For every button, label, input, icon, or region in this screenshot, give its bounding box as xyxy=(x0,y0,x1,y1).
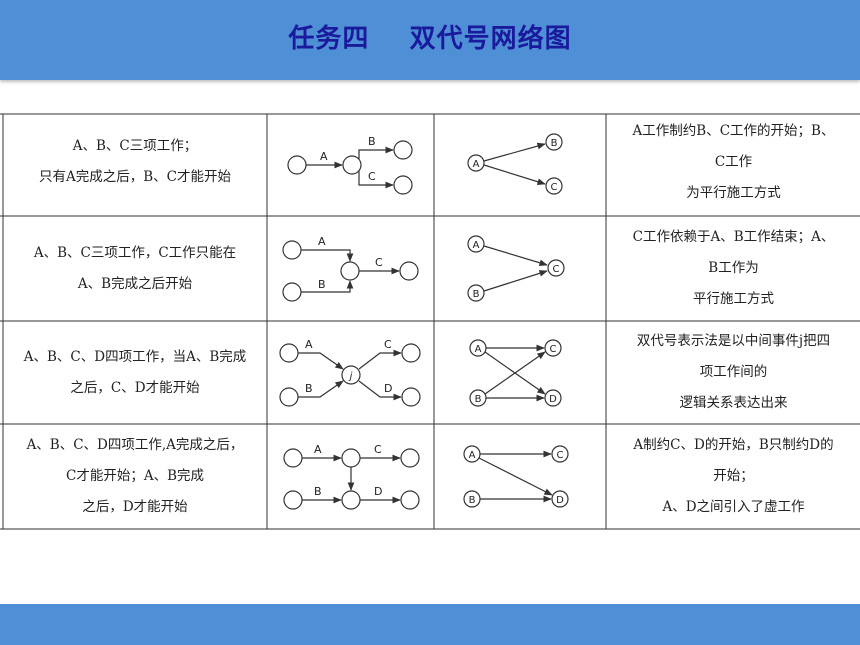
row4-desc-line2: C才能开始；A、B完成 xyxy=(66,468,204,484)
r3-aon-node-c: C xyxy=(550,344,557,355)
row3-description: A、B、C、D四项工作，当A、B完成 之后，C、D才能开始 xyxy=(4,342,266,404)
row4-description: A、B、C、D四项工作,A完成之后， C才能开始；A、B完成 之后，D才能开始 xyxy=(4,430,266,523)
row2-expl-line2: B工作为 xyxy=(708,260,759,276)
row4-expl-line3: A、D之间引入了虚工作 xyxy=(662,499,805,515)
r1-aoa-label-a: A xyxy=(320,150,328,163)
row1-explanation: A工作制约B、C工作的开始；B、 C工作 为平行施工方式 xyxy=(607,116,860,209)
r2-aon-node-b: B xyxy=(473,289,480,300)
row4-expl-line2: 开始； xyxy=(713,468,754,484)
row2-aoa-diagram xyxy=(282,240,419,302)
row3-expl-line2: 项工作间的 xyxy=(699,364,768,380)
r1-aon-node-c: C xyxy=(551,182,558,193)
r2-aoa-label-a: A xyxy=(318,235,326,248)
row1-desc-line1: A、B、C三项工作； xyxy=(72,138,198,154)
page-title: 任务四 双代号网络图 xyxy=(288,24,572,54)
row3-expl-line3: 逻辑关系表达出来 xyxy=(679,395,788,411)
row1-aoa-diagram xyxy=(287,140,413,195)
r4-aon-node-b: B xyxy=(469,495,476,506)
row3-desc-line1: A、B、C、D四项工作，当A、B完成 xyxy=(23,349,247,365)
row3-expl-line1: 双代号表示法是以中间事件j把四 xyxy=(636,333,831,349)
r4-aoa-label-d: D xyxy=(374,485,382,498)
r3-aon-node-b: B xyxy=(475,394,482,405)
r1-aoa-label-b: B xyxy=(368,135,376,148)
row1-expl-line3: 为平行施工方式 xyxy=(686,185,781,201)
row1-desc-line2: 只有A完成之后，B、C才能开始 xyxy=(39,169,231,185)
row2-desc-line2: A、B完成之后开始 xyxy=(77,276,193,292)
r4-aon-node-d: D xyxy=(556,495,564,506)
row3-desc-line2: 之后，C、D才能开始 xyxy=(70,380,200,396)
r2-aoa-label-c: C xyxy=(375,256,383,269)
row1-expl-line2: C工作 xyxy=(714,154,753,170)
row2-expl-line3: 平行施工方式 xyxy=(693,291,774,307)
r4-aon-node-a: A xyxy=(469,450,476,461)
r3-aoa-label-a: A xyxy=(305,338,313,351)
r2-aoa-label-b: B xyxy=(318,278,326,291)
row3-aoa-diagram xyxy=(279,343,421,407)
row4-aoa-diagram xyxy=(283,448,420,510)
r3-aoa-node-j: j xyxy=(348,371,353,382)
r1-aon-node-b: B xyxy=(551,138,558,149)
r2-aon-node-a: A xyxy=(473,240,480,251)
r1-aoa-label-c: C xyxy=(368,170,376,183)
row3-aon-diagram xyxy=(469,339,562,407)
table-grid xyxy=(0,113,860,530)
row4-desc-line3: 之后，D才能开始 xyxy=(82,499,188,515)
row2-description: A、B、C三项工作，C工作只能在 A、B完成之后开始 xyxy=(4,238,266,300)
r4-aoa-label-b: B xyxy=(314,485,322,498)
row3-explanation: 双代号表示法是以中间事件j把四 项工作间的 逻辑关系表达出来 xyxy=(607,326,860,419)
r3-aoa-label-d: D xyxy=(384,382,392,395)
row2-expl-line1: C工作依赖于A、B工作结束；A、 xyxy=(632,229,835,245)
r3-aon-node-d: D xyxy=(549,394,557,405)
row4-aon-diagram xyxy=(463,445,569,508)
r1-aon-node-a: A xyxy=(473,159,480,170)
r3-aoa-label-b: B xyxy=(305,382,313,395)
header-bar xyxy=(0,0,860,80)
r3-aon-node-a: A xyxy=(475,344,482,355)
footer-bar xyxy=(0,604,860,645)
r3-aoa-label-c: C xyxy=(384,338,392,351)
row4-desc-line1: A、B、C、D四项工作,A完成之后， xyxy=(26,437,244,453)
row2-desc-line1: A、B、C三项工作，C工作只能在 xyxy=(33,245,237,261)
r4-aoa-label-a: A xyxy=(314,443,322,456)
row2-aon-diagram xyxy=(467,235,565,302)
row4-expl-line1: A制约C、D的开始，B只制约D的 xyxy=(633,437,834,453)
row1-description: A、B、C三项工作； 只有A完成之后，B、C才能开始 xyxy=(4,131,266,193)
row2-explanation: C工作依赖于A、B工作结束；A、 B工作为 平行施工方式 xyxy=(607,222,860,315)
r4-aoa-label-c: C xyxy=(374,443,382,456)
row1-expl-line1: A工作制约B、C工作的开始；B、 xyxy=(632,123,835,139)
r2-aon-node-c: C xyxy=(553,264,560,275)
r4-aon-node-c: C xyxy=(557,450,564,461)
row4-explanation: A制约C、D的开始，B只制约D的 开始； A、D之间引入了虚工作 xyxy=(607,430,860,523)
row1-aon-diagram xyxy=(467,133,563,195)
